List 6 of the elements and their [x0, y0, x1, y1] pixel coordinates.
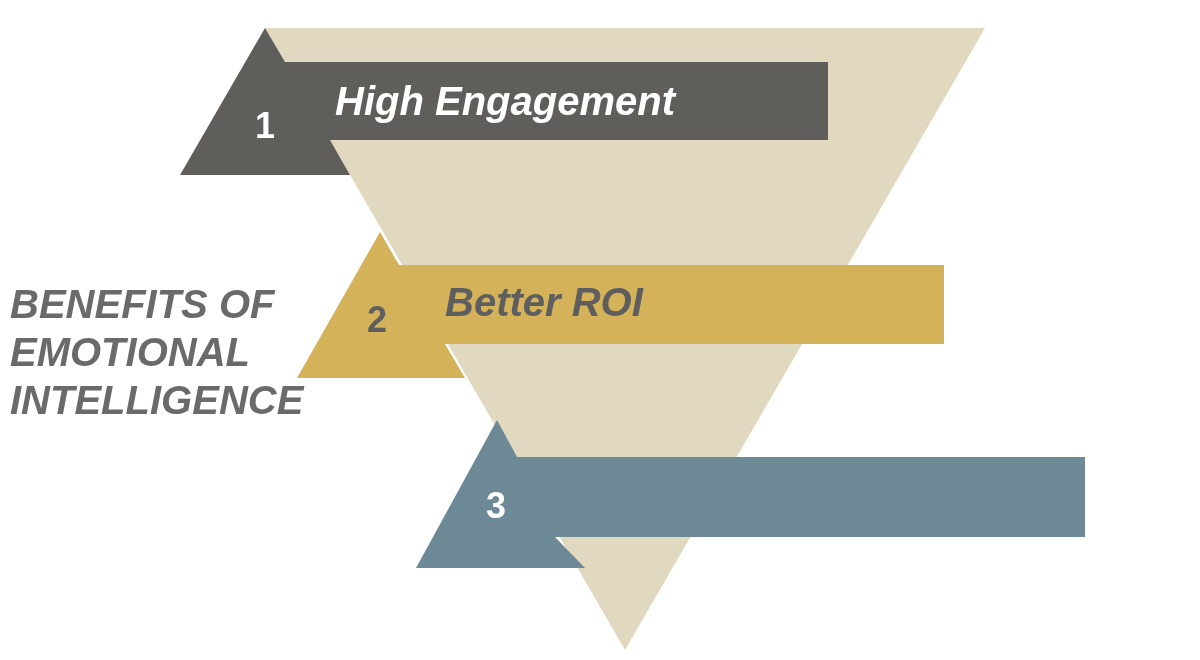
step-number: 1 — [255, 108, 276, 144]
diagram-title: BENEFITS OF EMOTIONAL INTELLIGENCE — [10, 281, 306, 424]
step-number: 2 — [367, 302, 388, 338]
banner-label: High Engagement — [335, 81, 676, 121]
banner-label: Better ROI — [445, 282, 643, 322]
step-number: 3 — [486, 488, 507, 524]
